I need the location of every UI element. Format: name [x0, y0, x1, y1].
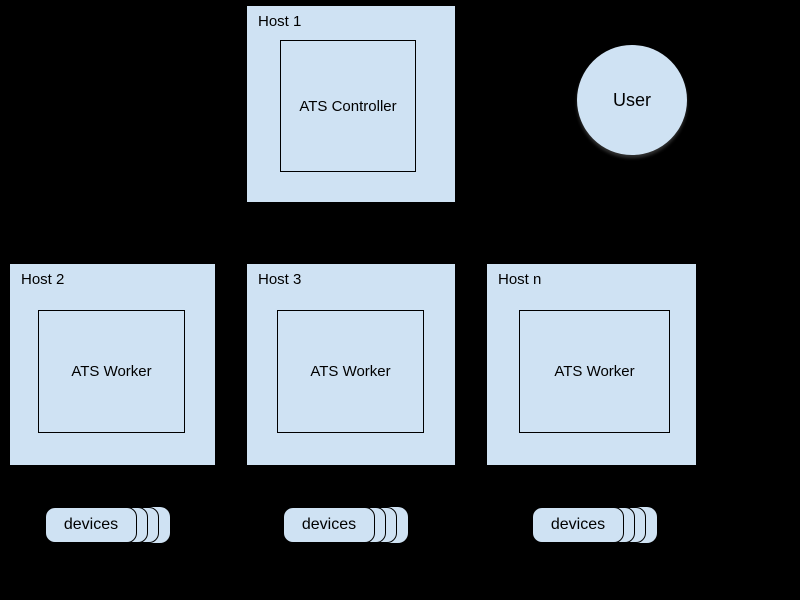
devices-box-3: devices	[532, 507, 624, 543]
ats-controller-label: ATS Controller	[299, 97, 397, 115]
user-label: User	[612, 89, 651, 110]
host-3-label: Host 3	[258, 271, 302, 288]
ats-worker-label-2: ATS Worker	[310, 363, 391, 380]
devices-label-2: devices	[301, 516, 357, 533]
devices-stack-3: devices	[532, 507, 658, 544]
devices-stack-2: devices	[283, 507, 409, 544]
devices-label-1: devices	[63, 516, 119, 533]
host-3-panel: Host 3 ATS Worker	[247, 264, 455, 465]
host-2-panel: Host 2 ATS Worker	[10, 264, 215, 465]
ats-worker-label-3: ATS Worker	[554, 363, 635, 380]
host-n-label: Host n	[498, 271, 542, 288]
ats-worker-box-2: ATS Worker	[277, 310, 424, 433]
ats-worker-box-1: ATS Worker	[38, 310, 185, 433]
host-1-label: Host 1	[258, 13, 302, 30]
devices-box-2: devices	[283, 507, 375, 543]
user-circle: User	[577, 45, 687, 155]
devices-box-1: devices	[45, 507, 137, 543]
ats-controller-box: ATS Controller	[280, 40, 416, 172]
host-1-panel: Host 1 ATS Controller	[247, 6, 455, 202]
host-2-label: Host 2	[21, 271, 65, 288]
devices-label-3: devices	[550, 516, 606, 533]
ats-worker-box-3: ATS Worker	[519, 310, 670, 433]
host-n-panel: Host n ATS Worker	[487, 264, 696, 465]
devices-stack-1: devices	[45, 507, 171, 544]
ats-worker-label-1: ATS Worker	[71, 363, 152, 380]
